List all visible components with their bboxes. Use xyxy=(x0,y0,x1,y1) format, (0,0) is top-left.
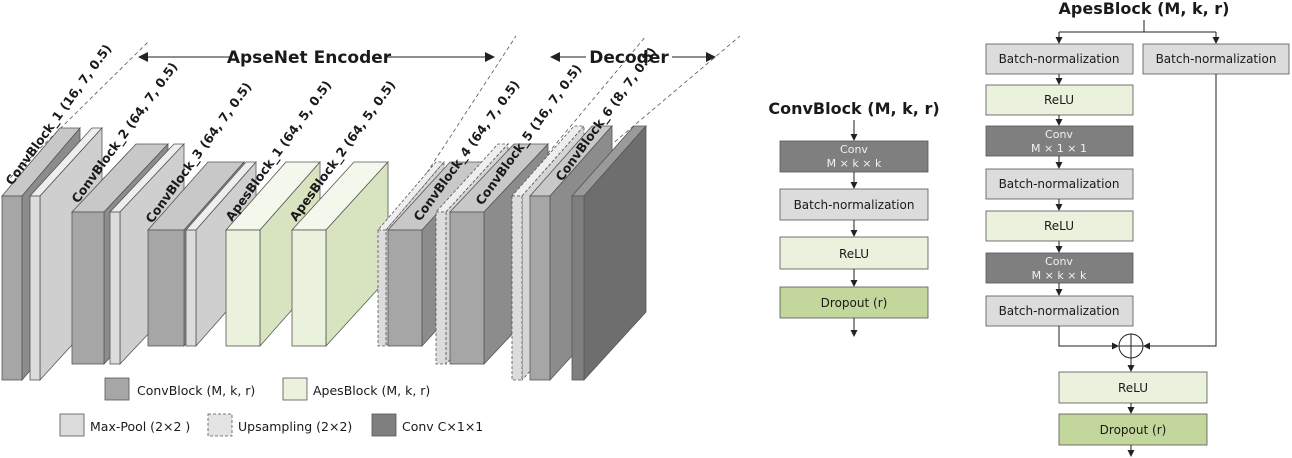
convblock-bn-box xyxy=(779,188,929,221)
apes-relu1-label: ReLU xyxy=(1044,93,1074,107)
apes-relu-out-box xyxy=(1058,371,1208,404)
legend-upsampling: Upsampling (2×2) xyxy=(238,419,352,434)
apesblock-detail: ApesBlock (M, k, r) Batch-normalization … xyxy=(985,0,1290,457)
apes-conv1-dims: M × 1 × 1 xyxy=(1031,142,1087,155)
legend-convblock: ConvBlock (M, k, r) xyxy=(137,383,255,398)
legend-swatch-convblock xyxy=(104,377,130,401)
legend-swatch-maxpool xyxy=(59,413,85,437)
apes-bn2-box xyxy=(985,168,1134,200)
convblock-bn-label: Batch-normalization xyxy=(794,198,915,212)
convblock-detail-title: ConvBlock (M, k, r) xyxy=(768,99,939,118)
legend-swatch-upsampling xyxy=(207,413,233,437)
legend-maxpool: Max-Pool (2×2 ) xyxy=(90,419,190,434)
legend-swatch-apesblock xyxy=(282,377,308,401)
final-conv-slab xyxy=(571,124,647,382)
apes-relu2-label: ReLU xyxy=(1044,219,1074,233)
apes-bn2-label: Batch-normalization xyxy=(999,177,1120,191)
apes-bn3-box xyxy=(985,295,1134,327)
convblock-dropout-box xyxy=(779,286,929,319)
convblock-relu-label: ReLU xyxy=(839,247,869,261)
legend: ConvBlock (M, k, r) ApesBlock (M, k, r) … xyxy=(59,377,483,437)
apes-bn1-box xyxy=(985,43,1134,75)
apes-bn-side-box xyxy=(1142,43,1290,75)
apes-conv1-box xyxy=(985,125,1134,157)
apes-bn1-label: Batch-normalization xyxy=(999,52,1120,66)
convblock-detail: ConvBlock (M, k, r) Conv M × k × k Batch… xyxy=(768,99,940,337)
apes-relu-out-label: ReLU xyxy=(1118,381,1148,395)
apes-conv2-box xyxy=(985,252,1134,284)
legend-conv: Conv C×1×1 xyxy=(402,419,483,434)
apes-relu2-box xyxy=(985,210,1134,242)
encoder-section-header: ApseNet Encoder xyxy=(138,48,495,68)
apes-conv1-label: Conv xyxy=(1045,128,1073,141)
decoder-section-header: Decoder xyxy=(550,48,716,68)
apes-bn-side-label: Batch-normalization xyxy=(1156,52,1277,66)
apes-conv2-label: Conv xyxy=(1045,255,1073,268)
apes-dropout-out-box xyxy=(1058,413,1208,446)
convblock-conv-dims: M × k × k xyxy=(827,157,882,170)
legend-swatch-conv xyxy=(371,413,397,437)
apes-bn3-label: Batch-normalization xyxy=(999,304,1120,318)
layer-stack xyxy=(1,124,647,382)
convblock-dropout-label: Dropout (r) xyxy=(821,296,888,310)
legend-apesblock: ApesBlock (M, k, r) xyxy=(313,383,430,398)
apesblock-detail-title: ApesBlock (M, k, r) xyxy=(1059,0,1230,18)
decoder-title: Decoder xyxy=(589,48,669,68)
apes-relu1-box xyxy=(985,84,1134,116)
apesblock-2-slab xyxy=(291,160,389,348)
encoder-title: ApseNet Encoder xyxy=(227,48,392,68)
convblock-conv-box xyxy=(779,140,929,173)
apes-dropout-out-label: Dropout (r) xyxy=(1100,423,1167,437)
apes-conv2-dims: M × k × k xyxy=(1032,269,1087,282)
add-operator-icon xyxy=(1118,333,1144,359)
convblock-conv-label: Conv xyxy=(840,143,868,156)
apesblock-1-slab xyxy=(225,160,321,348)
